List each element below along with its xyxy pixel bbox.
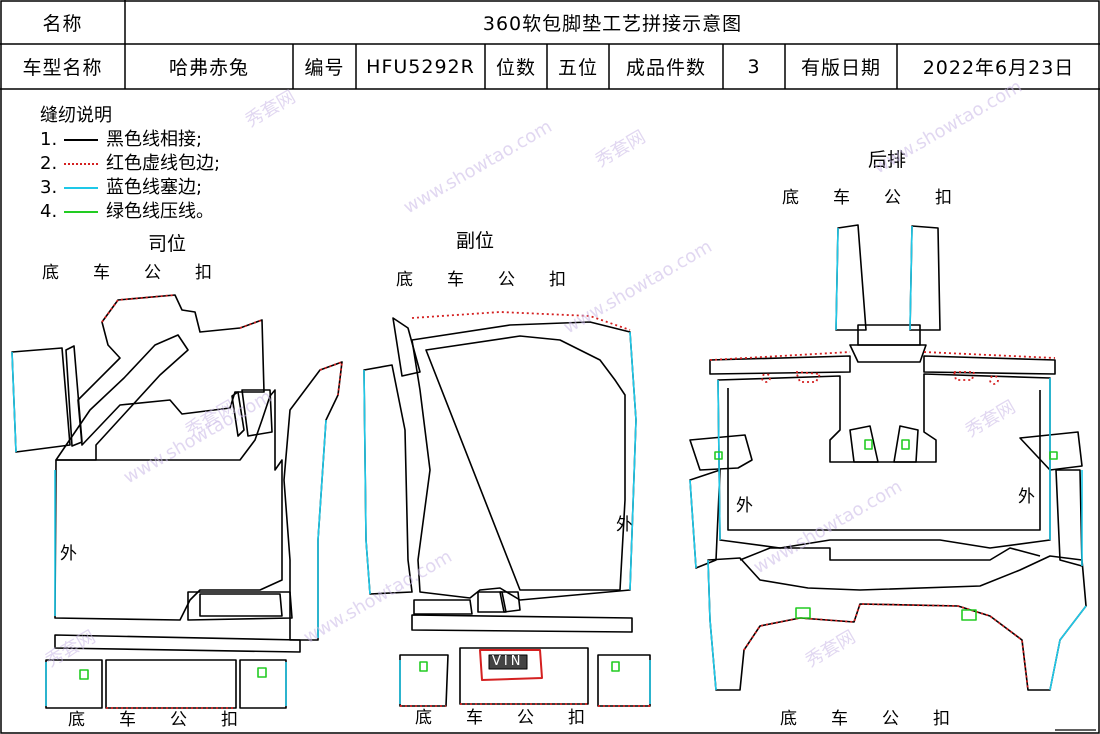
date-value: 2022年6月23日 xyxy=(922,57,1075,79)
legend-text: 红色虚线包边; xyxy=(106,153,221,174)
legend-num: 4. xyxy=(40,201,58,222)
name-label: 名称 xyxy=(42,12,83,35)
rear-title: 后排 xyxy=(868,149,907,171)
red-dotted-swatch xyxy=(64,163,98,165)
model-label: 车型名称 xyxy=(22,57,103,79)
rear-mat-parts xyxy=(689,224,1087,691)
driver-bottom-label: 底 车 公 扣 xyxy=(68,710,238,730)
count-label: 成品件数 xyxy=(625,57,706,79)
rear-top-label: 底 车 公 扣 xyxy=(782,188,952,208)
passenger-mat-parts xyxy=(363,317,651,707)
legend-item: 1. 黑色线相接; xyxy=(40,128,220,152)
driver-mat-parts xyxy=(11,294,343,709)
passenger-top-label: 底 车 公 扣 xyxy=(396,270,566,290)
legend-num: 1. xyxy=(40,129,58,150)
sewing-legend: 缝纫说明 1. 黑色线相接; 2. 红色虚线包边; 3. 蓝色线塞边; 4. 绿… xyxy=(40,104,220,224)
rear-right-side-label: 外 xyxy=(1018,487,1035,507)
model-value: 哈弗赤兔 xyxy=(168,57,249,79)
date-label: 有版日期 xyxy=(800,57,881,79)
legend-item: 3. 蓝色线塞边; xyxy=(40,176,220,200)
legend-item: 4. 绿色线压线。 xyxy=(40,200,220,224)
black-line-swatch xyxy=(64,139,98,141)
seats-value: 五位 xyxy=(557,57,598,79)
count-value: 3 xyxy=(747,55,761,78)
passenger-title: 副位 xyxy=(456,230,495,252)
driver-title: 司位 xyxy=(148,233,187,255)
legend-num: 3. xyxy=(40,177,58,198)
passenger-bottom-label: 底 车 公 扣 xyxy=(415,708,585,728)
legend-title: 缝纫说明 xyxy=(40,105,112,126)
blue-line-swatch xyxy=(64,187,98,189)
driver-side-label: 外 xyxy=(60,544,77,564)
code-label: 编号 xyxy=(304,57,345,79)
rear-left-side-label: 外 xyxy=(736,496,753,516)
legend-text: 蓝色线塞边; xyxy=(106,177,203,198)
green-line-swatch xyxy=(64,211,98,213)
legend-num: 2. xyxy=(40,153,58,174)
legend-text: 绿色线压线。 xyxy=(106,201,214,222)
code-value: HFU5292R xyxy=(366,55,475,78)
passenger-side-label: 外 xyxy=(616,515,633,535)
seats-label: 位数 xyxy=(495,57,536,79)
drawing-title: 360软包脚垫工艺拼接示意图 xyxy=(482,12,743,35)
rear-bottom-label: 底 车 公 扣 xyxy=(780,709,950,729)
driver-top-label: 底 车 公 扣 xyxy=(42,263,212,283)
legend-item: 2. 红色虚线包边; xyxy=(40,152,220,176)
legend-text: 黑色线相接; xyxy=(106,129,203,150)
vin-label: VIN xyxy=(492,654,524,669)
